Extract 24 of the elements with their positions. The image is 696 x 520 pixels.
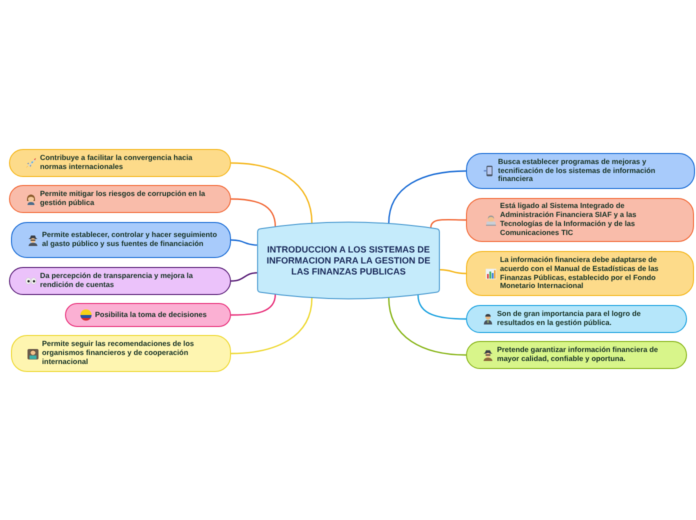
connector-line: [230, 298, 313, 354]
connector-line: [230, 162, 313, 224]
topic-pill: [65, 303, 231, 327]
topic-pill: [11, 222, 231, 258]
central-topic-title: INTRODUCCION A LOS SISTEMAS DE INFORMACION PARA LA GESTION DE LAS FINANZAS PUBLICAS: [266, 244, 432, 277]
connector-line: [231, 294, 276, 316]
central-topic: [257, 222, 440, 299]
topic-pill: [466, 305, 687, 333]
connector-line: [230, 239, 258, 246]
connector-line: [417, 294, 466, 320]
connector-line: [430, 218, 466, 228]
topic-pill: [466, 198, 694, 242]
connector-line: [388, 298, 466, 356]
topic-pill: [9, 267, 231, 295]
topic-pill: [9, 185, 231, 213]
topic-pill: [466, 341, 687, 369]
connector-line: [440, 269, 466, 274]
topic-pill: [466, 153, 695, 189]
connector-line: [230, 198, 276, 227]
topic-pill: [466, 251, 694, 296]
connector-line: [388, 170, 466, 224]
connector-line: [230, 272, 258, 282]
topic-pill: [9, 149, 231, 177]
topic-pill: [11, 335, 231, 372]
